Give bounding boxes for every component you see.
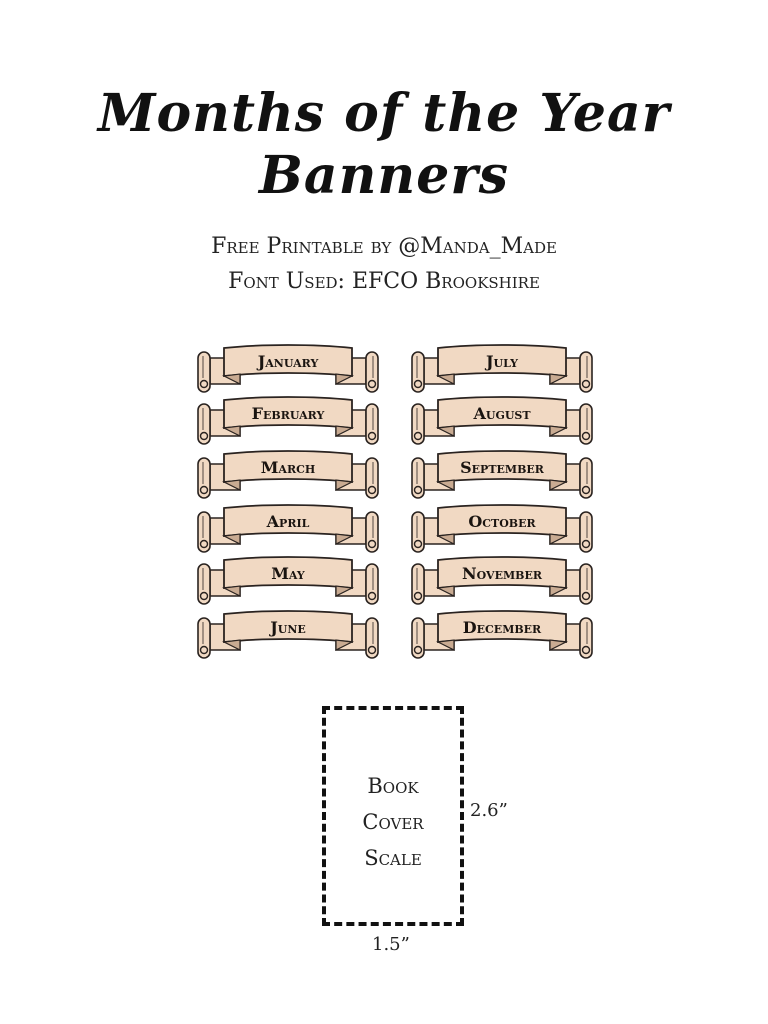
month-label: February	[251, 404, 325, 423]
book-cover-label-line: Cover	[362, 810, 424, 834]
book-cover-label: Book Cover Scale	[326, 768, 460, 876]
month-banner: August	[406, 396, 598, 448]
month-label: August	[473, 404, 531, 423]
font-subtitle: Font Used: EFCO Brookshire	[228, 269, 540, 294]
month-banner: November	[406, 556, 598, 608]
scroll-banner-icon	[197, 610, 379, 659]
page-title-line-1: Months of the Year	[97, 83, 671, 144]
page-title-line-2: Banners	[258, 145, 509, 206]
credit-subtitle: Free Printable by @Manda_Made	[211, 234, 557, 259]
scroll-banner-icon	[197, 344, 379, 393]
scroll-banner-icon	[411, 344, 593, 393]
scroll-banner-icon	[411, 610, 593, 659]
scroll-banner-icon	[197, 396, 379, 445]
book-cover-outline: Book Cover Scale	[322, 706, 464, 926]
scroll-banner-icon	[411, 504, 593, 553]
month-banner: April	[192, 504, 384, 556]
month-label: January	[257, 352, 319, 371]
width-dimension-label: 1.5”	[372, 934, 410, 955]
height-dimension-label: 2.6”	[470, 800, 508, 821]
month-label: March	[260, 458, 316, 477]
month-label: April	[266, 512, 310, 531]
month-banner: May	[192, 556, 384, 608]
month-label: July	[485, 352, 519, 371]
book-cover-label-line: Book	[367, 774, 419, 798]
scroll-banner-icon	[411, 450, 593, 499]
month-label: June	[270, 618, 306, 637]
month-label: September	[460, 458, 544, 477]
month-banner: June	[192, 610, 384, 662]
month-banner: January	[192, 344, 384, 396]
month-label: October	[468, 512, 536, 531]
month-banner: December	[406, 610, 598, 662]
scroll-banner-icon	[197, 556, 379, 605]
scroll-banner-icon	[197, 450, 379, 499]
scroll-banner-icon	[411, 556, 593, 605]
month-banner: March	[192, 450, 384, 502]
month-banner: February	[192, 396, 384, 448]
month-banner: October	[406, 504, 598, 556]
scroll-banner-icon	[197, 504, 379, 553]
scroll-banner-icon	[411, 396, 593, 445]
month-banners-grid: January February March April May June Ju…	[192, 344, 598, 664]
month-banner: July	[406, 344, 598, 396]
book-cover-label-line: Scale	[364, 846, 422, 870]
month-banner: September	[406, 450, 598, 502]
month-label: December	[462, 618, 542, 637]
month-label: November	[462, 564, 542, 583]
month-label: May	[271, 564, 305, 583]
